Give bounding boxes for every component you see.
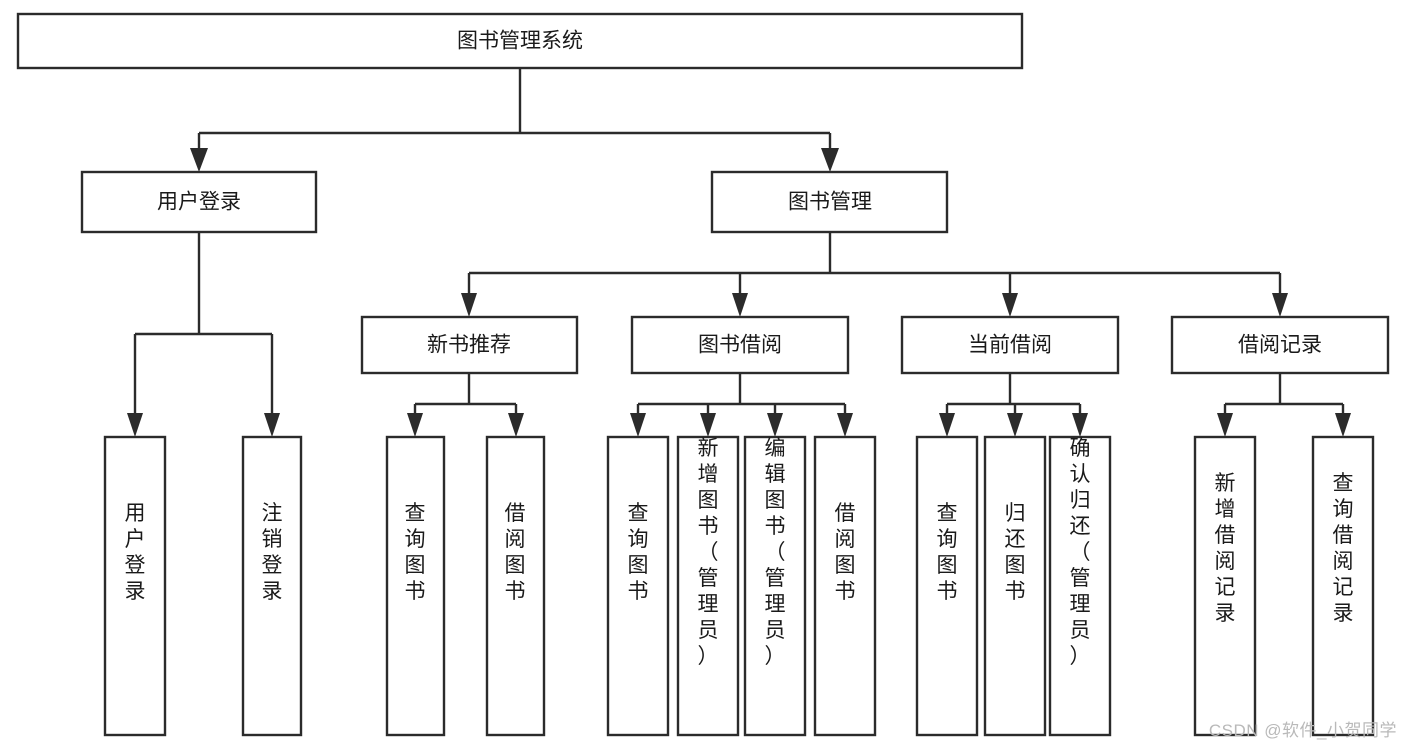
arrow-to-new-book — [461, 293, 477, 317]
leaf-current-confirm-return-admin-label: 确认归还（管理员） — [1070, 437, 1091, 668]
arrow-to-leaf-borrow-add — [700, 413, 716, 437]
leaf-borrow-query-book[interactable]: 查询图书 — [606, 435, 670, 737]
node-user-login-label: 用户登录 — [157, 191, 241, 214]
leaf-newbook-borrow-book[interactable]: 借阅图书 — [485, 435, 546, 737]
leaf-current-return-book-box[interactable] — [983, 435, 1047, 737]
arrow-to-leaf-newbook-query — [407, 413, 423, 437]
leaf-borrow-borrow-book-label: 借阅图书 — [835, 502, 856, 603]
csdn-watermark: CSDN @软件_小贺同学 — [1208, 721, 1397, 740]
node-book-borrow-box[interactable] — [630, 315, 850, 375]
leaf-logout-label: 注销登录 — [262, 502, 283, 603]
leaf-newbook-query-book-label: 查询图书 — [405, 502, 426, 603]
leaf-record-add-record-label: 新增借阅记录 — [1215, 472, 1236, 625]
arrowheads-group — [127, 148, 1351, 437]
node-borrow-records[interactable]: 借阅记录 — [1170, 315, 1390, 375]
node-root-label: 图书管理系统 — [457, 30, 583, 53]
arrow-to-book-mgmt — [821, 148, 839, 172]
node-borrow-records-box[interactable] — [1170, 315, 1390, 375]
leaf-current-query-book-box[interactable] — [915, 435, 979, 737]
leaf-newbook-query-book-box[interactable] — [385, 435, 446, 737]
node-current-borrow[interactable]: 当前借阅 — [900, 315, 1120, 375]
arrow-to-leaf-borrow-borrow — [837, 413, 853, 437]
connector-lines-group — [133, 68, 1345, 413]
node-user-login-box[interactable] — [80, 170, 318, 234]
node-borrow-records-label: 借阅记录 — [1238, 334, 1322, 357]
node-root-box[interactable] — [16, 12, 1024, 70]
leaf-record-query-record[interactable]: 查询借阅记录 — [1311, 435, 1375, 737]
leaf-borrow-edit-book-admin-label: 编辑图书（管理员） — [765, 437, 786, 668]
leaf-logout[interactable]: 注销登录 — [241, 435, 303, 737]
leaf-record-add-record-box[interactable] — [1193, 435, 1257, 737]
leaf-borrow-add-book-admin-box[interactable] — [676, 435, 740, 737]
arrow-to-user-login — [190, 148, 208, 172]
leaf-newbook-borrow-book-label: 借阅图书 — [505, 502, 526, 603]
arrow-to-leaf-current-query — [939, 413, 955, 437]
leaf-current-query-book[interactable]: 查询图书 — [915, 435, 979, 737]
node-book-borrow[interactable]: 图书借阅 — [630, 315, 850, 375]
node-book-management-label: 图书管理 — [788, 191, 872, 214]
leaf-newbook-borrow-book-box[interactable] — [485, 435, 546, 737]
arrow-to-borrow — [732, 293, 748, 317]
arrow-to-leaf-newbook-borrow — [508, 413, 524, 437]
arrow-to-leaf-record-query — [1335, 413, 1351, 437]
arrow-to-leaf-current-return — [1007, 413, 1023, 437]
leaf-user-login[interactable]: 用户登录 — [103, 435, 167, 737]
arrow-to-leaf-borrow-query — [630, 413, 646, 437]
leaf-borrow-add-book-admin-label: 新增图书（管理员） — [698, 437, 719, 668]
leaf-user-login-label: 用户登录 — [125, 502, 146, 603]
leaf-current-confirm-return-admin-box[interactable] — [1048, 435, 1112, 737]
node-root[interactable]: 图书管理系统 — [16, 12, 1024, 70]
arrow-to-leaf-borrow-edit — [767, 413, 783, 437]
leaf-borrow-query-book-label: 查询图书 — [628, 502, 649, 603]
arrow-to-leaf-user-login — [127, 413, 143, 437]
arrow-to-leaf-logout — [264, 413, 280, 437]
node-new-book-recommend-box[interactable] — [360, 315, 579, 375]
leaf-borrow-add-book-admin[interactable]: 新增图书（管理员） — [676, 435, 740, 737]
leaf-borrow-query-book-box[interactable] — [606, 435, 670, 737]
leaf-current-return-book[interactable]: 归还图书 — [983, 435, 1047, 737]
leaf-current-return-book-label: 归还图书 — [1005, 502, 1026, 603]
node-book-borrow-label: 图书借阅 — [698, 334, 782, 357]
leaf-user-login-box[interactable] — [103, 435, 167, 737]
node-book-management-box[interactable] — [710, 170, 949, 234]
leaf-borrow-edit-book-admin-box[interactable] — [743, 435, 807, 737]
leaf-newbook-query-book[interactable]: 查询图书 — [385, 435, 446, 737]
node-user-login[interactable]: 用户登录 — [80, 170, 318, 234]
leaf-record-query-record-label: 查询借阅记录 — [1333, 472, 1354, 625]
node-new-book-recommend-label: 新书推荐 — [427, 334, 511, 357]
leaf-current-query-book-label: 查询图书 — [937, 502, 958, 603]
node-new-book-recommend[interactable]: 新书推荐 — [360, 315, 579, 375]
node-current-borrow-box[interactable] — [900, 315, 1120, 375]
arrow-to-records — [1272, 293, 1288, 317]
node-book-management[interactable]: 图书管理 — [710, 170, 949, 234]
node-current-borrow-label: 当前借阅 — [968, 334, 1052, 357]
leaf-record-query-record-box[interactable] — [1311, 435, 1375, 737]
arrow-to-current-borrow — [1002, 293, 1018, 317]
leaf-borrow-borrow-book[interactable]: 借阅图书 — [813, 435, 877, 737]
leaf-record-add-record[interactable]: 新增借阅记录 — [1193, 435, 1257, 737]
leaf-borrow-borrow-book-box[interactable] — [813, 435, 877, 737]
arrow-to-leaf-current-confirm — [1072, 413, 1088, 437]
leaf-borrow-edit-book-admin[interactable]: 编辑图书（管理员） — [743, 435, 807, 737]
arrow-to-leaf-record-add — [1217, 413, 1233, 437]
leaf-current-confirm-return-admin[interactable]: 确认归还（管理员） — [1048, 435, 1112, 737]
leaf-logout-box[interactable] — [241, 435, 303, 737]
